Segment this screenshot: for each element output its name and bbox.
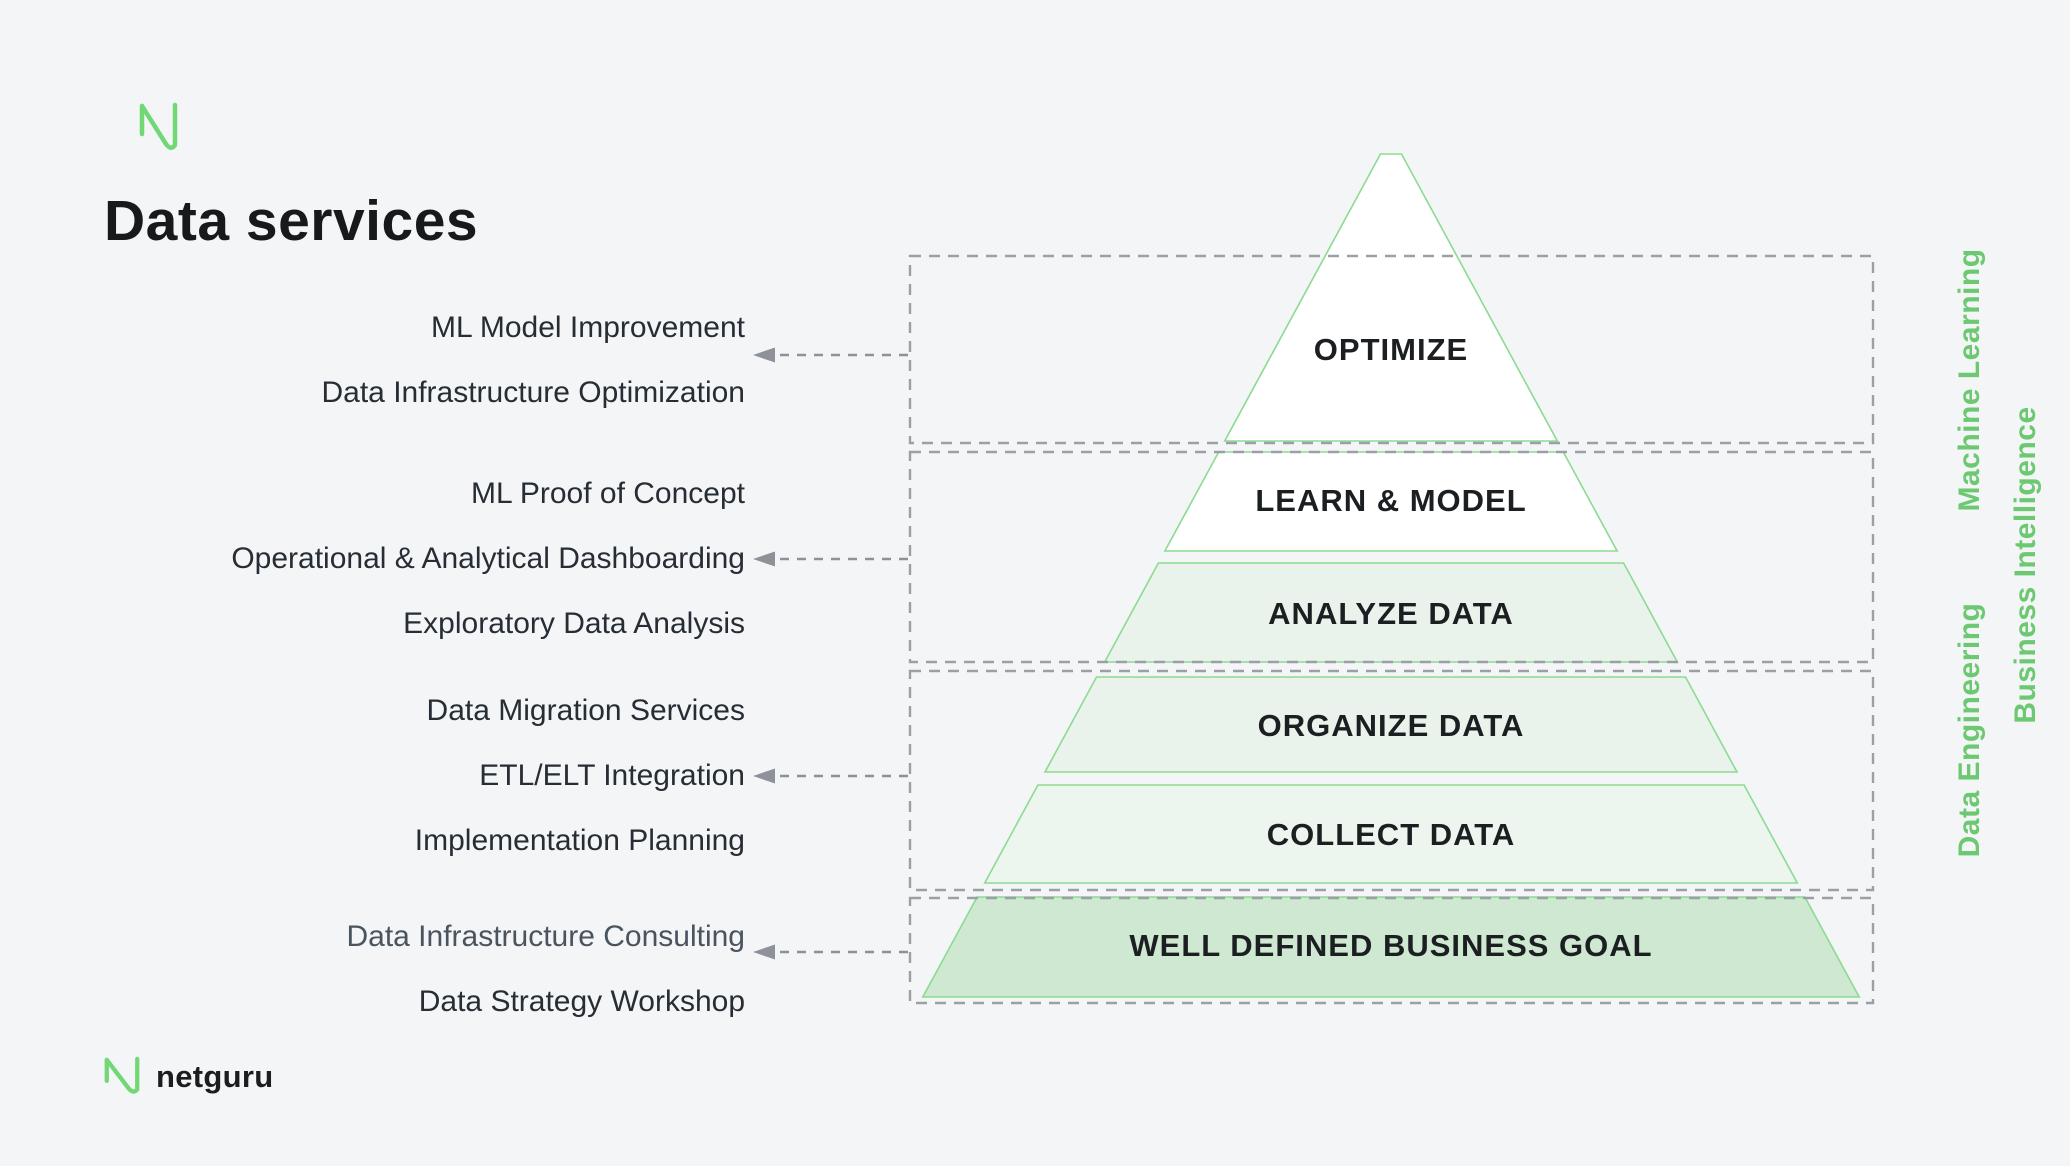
arrow-group-3 <box>753 768 908 784</box>
service-item: Data Infrastructure Consulting <box>346 920 745 953</box>
service-item: Data Strategy Workshop <box>418 985 745 1018</box>
arrow-group-1 <box>753 347 908 363</box>
netguru-logo-icon <box>104 1056 140 1094</box>
category-business-intelligence: Business Intelligence <box>2009 406 2042 724</box>
pyramid-label-optimize: OPTIMIZE <box>1313 332 1469 367</box>
arrow-group-4 <box>753 944 908 960</box>
service-item: ML Proof of Concept <box>470 477 745 510</box>
service-item: ML Model Improvement <box>430 311 745 344</box>
netguru-logo-icon <box>139 102 178 150</box>
pyramid-label-collect-data: COLLECT DATA <box>1266 817 1516 852</box>
service-item: ETL/ELT Integration <box>479 759 745 792</box>
pyramid-level-organize-data <box>1043 676 1739 773</box>
netguru-wordmark: netguru <box>156 1059 274 1094</box>
dashed-box-business-goal <box>908 896 1875 1005</box>
pyramid-label-learn-model: LEARN & MODEL <box>1255 483 1527 518</box>
dashed-box-ml-bi <box>908 450 1875 664</box>
service-item: Data Infrastructure Optimization <box>321 376 745 409</box>
pyramid-level-optimize <box>1223 153 1559 442</box>
netguru-logo: netguru <box>102 1056 273 1098</box>
service-item: Exploratory Data Analysis <box>403 607 745 640</box>
service-item: Data Migration Services <box>426 694 745 727</box>
dashed-box-data-engineering <box>908 669 1875 892</box>
pyramid-level-collect-data <box>983 784 1799 884</box>
category-data-engineering: Data Engineering <box>1953 602 1986 858</box>
service-item: Operational & Analytical Dashboarding <box>231 542 745 575</box>
category-machine-learning: Machine Learning <box>1953 248 1986 512</box>
pyramid-label-organize-data: ORGANIZE DATA <box>1257 708 1525 743</box>
dashed-box-machine-learning <box>908 254 1875 445</box>
pyramid-label-analyze-data: ANALYZE DATA <box>1268 596 1514 631</box>
page-title: Data services <box>104 189 479 253</box>
arrow-group-2 <box>753 551 908 567</box>
service-item: Implementation Planning <box>414 824 745 857</box>
pyramid-label-business-goal: WELL DEFINED BUSINESS GOAL <box>1129 928 1653 963</box>
